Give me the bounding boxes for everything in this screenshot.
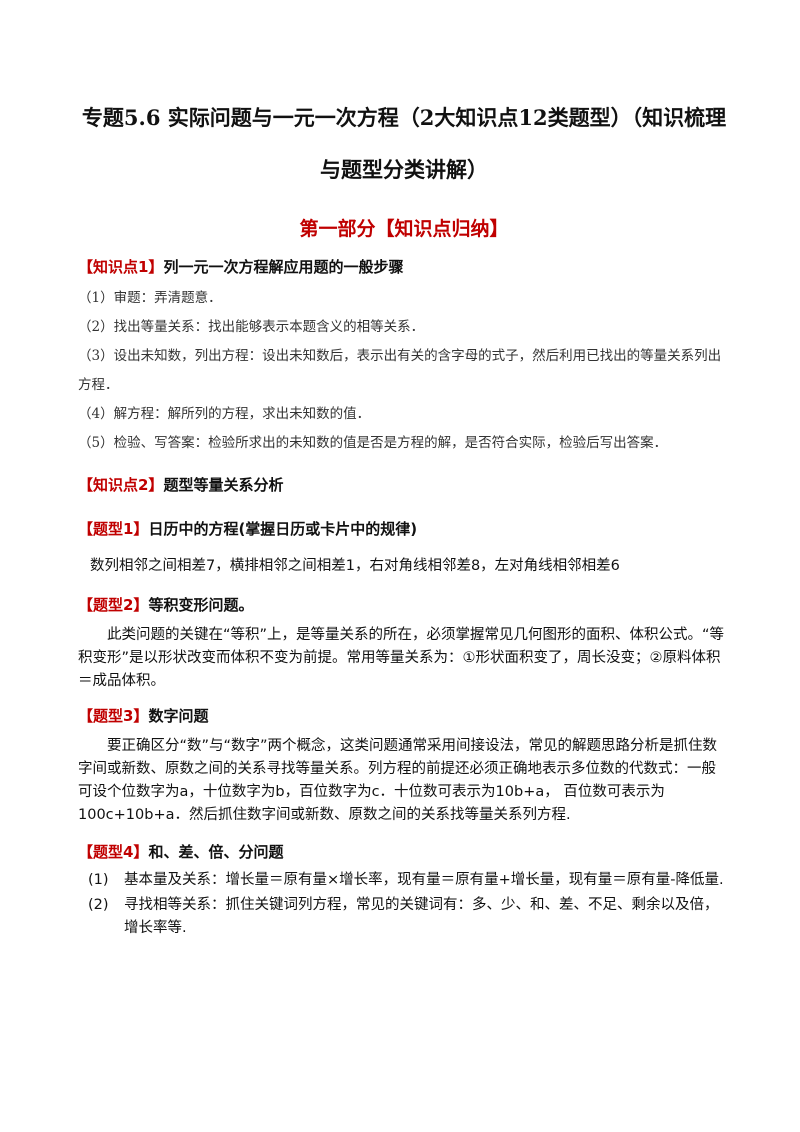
kp1-step-3: （3）设出未知数，列出方程：设出未知数后，表示出有关的含字母的式子，然后利用已找… (78, 348, 722, 393)
type1-heading: 【题型1】日历中的方程(掌握日历或卡片中的规律) (78, 518, 730, 540)
type4-heading: 【题型4】和、差、倍、分问题 (78, 841, 730, 863)
kp1-step-5: （5）检验、写答案：检验所求出的未知数的值是否是方程的解，是否符合实际，检验后写… (78, 435, 668, 451)
kp2-label: 【知识点2】 (78, 476, 164, 494)
kp1-step-2: （2）找出等量关系：找出能够表示本题含义的相等关系． (78, 319, 425, 335)
type2-text: 此类问题的关键在“等积”上，是等量关系的所在，必须掌握常见几何图形的面积、体积公… (78, 627, 725, 689)
kp1-step-4: （4）解方程：解所列的方程，求出未知数的值． (78, 406, 371, 422)
section-kp1: 【知识点1】列一元一次方程解应用题的一般步骤 （1）审题：弄清题意． （2）找出… (78, 256, 730, 458)
type2-heading: 【题型2】等积变形问题。 (78, 594, 730, 616)
type4-item-1: (1) 基本量及关系：增长量＝原有量×增长率，现有量＝原有量+增长量，现有量＝原… (78, 869, 730, 892)
kp2-title: 题型等量关系分析 (163, 476, 284, 494)
type4-item-1-num: (1) (88, 872, 109, 888)
section-type4: 【题型4】和、差、倍、分问题 (1) 基本量及关系：增长量＝原有量×增长率，现有… (78, 841, 730, 940)
type4-item-2-num: (2) (88, 897, 109, 913)
kp1-steps: （1）审题：弄清题意． （2）找出等量关系：找出能够表示本题含义的相等关系． （… (78, 284, 730, 458)
document-page: 专题5.6 实际问题与一元一次方程（2大知识点12类题型）（知识梳理与题型分类讲… (78, 92, 730, 942)
type1-label: 【题型1】 (78, 520, 149, 538)
type4-item-1-text: 基本量及关系：增长量＝原有量×增长率，现有量＝原有量+增长量，现有量＝原有量-降… (124, 872, 724, 888)
type4-list: (1) 基本量及关系：增长量＝原有量×增长率，现有量＝原有量+增长量，现有量＝原… (78, 869, 730, 940)
type3-text: 要正确区分“数”与“数字”两个概念，这类问题通常采用间接设法，常见的解题思路分析… (78, 738, 718, 823)
type3-heading: 【题型3】数字问题 (78, 705, 730, 727)
type2-label: 【题型2】 (78, 596, 149, 614)
section-type1: 【题型1】日历中的方程(掌握日历或卡片中的规律) 数列相邻之间相差7，横排相邻之… (78, 518, 730, 578)
type3-title: 数字问题 (148, 707, 209, 725)
section-type3: 【题型3】数字问题 要正确区分“数”与“数字”两个概念，这类问题通常采用间接设法… (78, 705, 730, 827)
section-kp2: 【知识点2】题型等量关系分析 (78, 474, 730, 496)
kp1-step-1: （1）审题：弄清题意． (78, 290, 222, 306)
type4-title: 和、差、倍、分问题 (148, 843, 284, 861)
kp2-heading: 【知识点2】题型等量关系分析 (78, 474, 730, 496)
kp1-label: 【知识点1】 (78, 258, 164, 276)
kp1-heading: 【知识点1】列一元一次方程解应用题的一般步骤 (78, 256, 730, 278)
type4-item-2-text: 寻找相等关系：抓住关键词列方程，常见的关键词有：多、少、和、差、不足、剩余以及倍… (124, 897, 719, 936)
type2-title: 等积变形问题。 (148, 596, 254, 614)
part-title: 第一部分【知识点归纳】 (299, 218, 509, 240)
type4-item-2: (2) 寻找相等关系：抓住关键词列方程，常见的关键词有：多、少、和、差、不足、剩… (78, 894, 730, 940)
type1-text: 数列相邻之间相差7，横排相邻之间相差1，右对角线相邻差8，左对角线相邻相差6 (90, 558, 620, 574)
kp1-title: 列一元一次方程解应用题的一般步骤 (163, 258, 404, 276)
type1-title: 日历中的方程(掌握日历或卡片中的规律) (148, 520, 418, 538)
type4-label: 【题型4】 (78, 843, 149, 861)
type3-label: 【题型3】 (78, 707, 149, 725)
section-type2: 【题型2】等积变形问题。 此类问题的关键在“等积”上，是等量关系的所在，必须掌握… (78, 594, 730, 693)
document-title: 专题5.6 实际问题与一元一次方程（2大知识点12类题型）（知识梳理与题型分类讲… (81, 105, 727, 182)
